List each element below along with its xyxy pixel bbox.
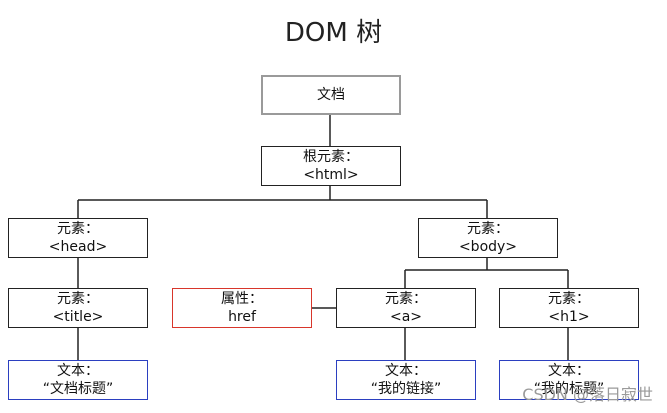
- node-text-title-kind: 文本：: [57, 363, 99, 379]
- diagram-title: DOM 树: [284, 18, 383, 48]
- node-text-a-kind: 文本：: [385, 363, 427, 379]
- node-html-tag: <html>: [303, 167, 359, 183]
- node-html-kind: 根元素：: [303, 149, 359, 165]
- node-title: 元素： <title>: [8, 288, 148, 328]
- node-a: 元素： <a>: [336, 288, 476, 328]
- node-body-kind: 元素：: [467, 221, 509, 237]
- node-href-name: href: [228, 309, 256, 325]
- node-text-h1: 文本： “我的标题”: [499, 360, 639, 400]
- node-h1-kind: 元素：: [548, 291, 590, 307]
- node-text-a: 文本： “我的链接”: [336, 360, 476, 400]
- node-text-h1-kind: 文本：: [548, 363, 590, 379]
- node-a-kind: 元素：: [385, 291, 427, 307]
- node-text-h1-value: “我的标题”: [533, 381, 605, 397]
- node-h1-tag: <h1>: [548, 309, 590, 325]
- node-text-title: 文本： “文档标题”: [8, 360, 148, 400]
- node-head-kind: 元素：: [57, 221, 99, 237]
- node-body-tag: <body>: [458, 239, 518, 255]
- node-h1: 元素： <h1>: [499, 288, 639, 328]
- node-head-tag: <head>: [48, 239, 108, 255]
- node-html-root: 根元素： <html>: [261, 146, 401, 186]
- node-text-a-value: “我的链接”: [370, 381, 442, 397]
- node-a-tag: <a>: [389, 309, 423, 325]
- node-head: 元素： <head>: [8, 218, 148, 258]
- node-text-title-value: “文档标题”: [42, 381, 114, 397]
- node-href-kind: 属性：: [221, 291, 263, 307]
- node-title-kind: 元素：: [57, 291, 99, 307]
- node-document: 文档: [261, 75, 401, 115]
- node-document-label: 文档: [317, 87, 345, 103]
- node-body: 元素： <body>: [418, 218, 558, 258]
- node-title-tag: <title>: [52, 309, 104, 325]
- watermark: CSDN @落日寂世: [522, 385, 653, 404]
- node-attribute-href: 属性： href: [172, 288, 312, 328]
